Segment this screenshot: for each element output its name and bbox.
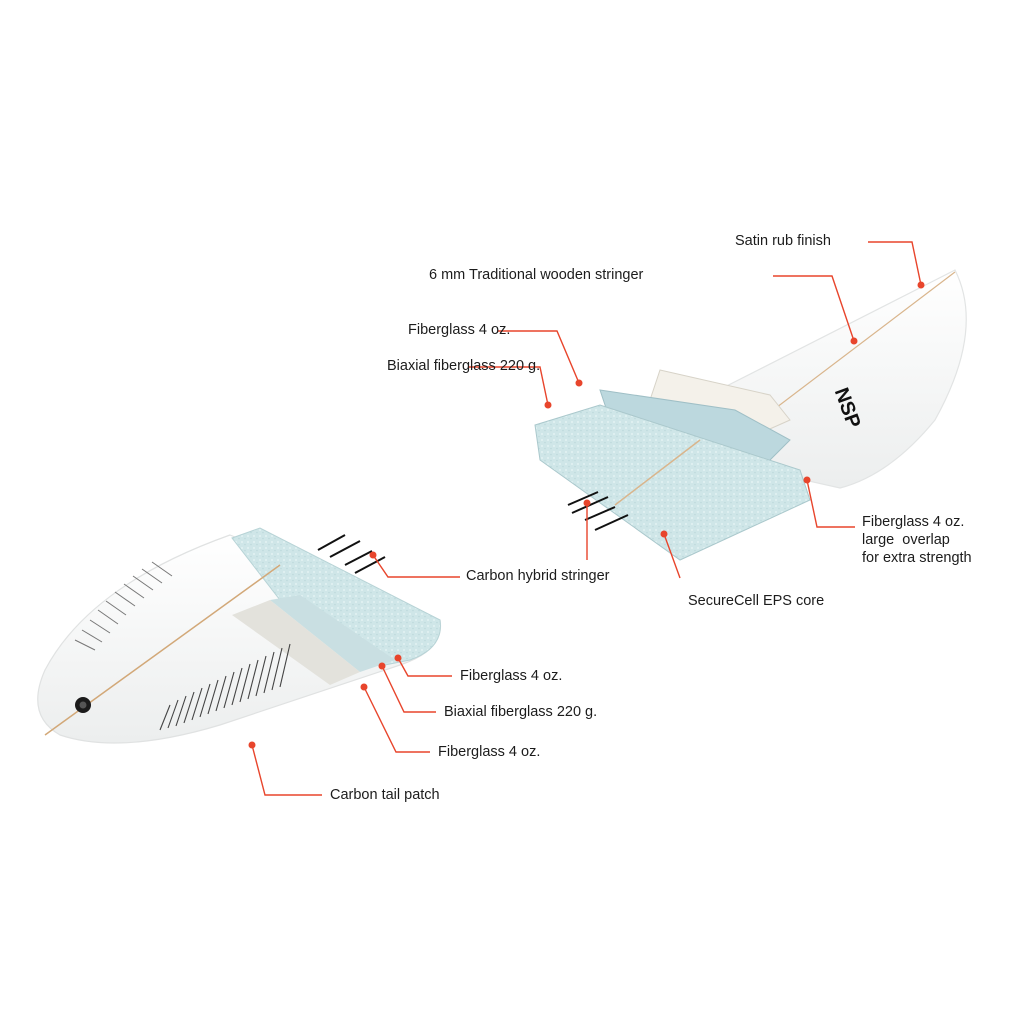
leader-lines: [251, 241, 922, 796]
label-fiberglass-nose-top: Fiberglass 4 oz.: [408, 322, 511, 338]
core-stringer: [614, 439, 701, 506]
label-fiberglass-tail-a: Fiberglass 4 oz.: [460, 668, 563, 684]
tail-biaxial-band: [270, 595, 395, 672]
label-carbon-tail-patch: Carbon tail patch: [330, 787, 440, 803]
label-wooden-stringer: 6 mm Traditional wooden stringer: [429, 267, 644, 283]
wooden-stringer: [759, 271, 956, 421]
label-carbon-hybrid-stringer: Carbon hybrid stringer: [466, 568, 610, 584]
label-biaxial-tail: Biaxial fiberglass 220 g.: [444, 704, 598, 720]
tail-foam-core: [231, 527, 441, 666]
carbon-tail-patch-upper: [74, 561, 173, 651]
label-fiberglass-overlap: Fiberglass 4 oz. large overlap for extra…: [862, 514, 972, 567]
carbon-stringer-marks-nose: [567, 491, 629, 531]
tail-fiberglass-band: [232, 600, 360, 685]
label-satin-rub-finish: Satin rub finish: [735, 233, 831, 249]
label-eps-core: SecureCell EPS core: [688, 593, 825, 609]
nose-section: NSP: [534, 269, 967, 561]
carbon-tail-patch: [159, 643, 291, 731]
carbon-stringer-marks-tail: [317, 534, 386, 574]
nose-foam-core: [534, 404, 811, 561]
label-fiberglass-tail-b: Fiberglass 4 oz.: [438, 744, 541, 760]
label-biaxial-nose: Biaxial fiberglass 220 g.: [387, 358, 541, 374]
tail-section: [37, 527, 442, 744]
callout-dots: [248, 281, 925, 749]
